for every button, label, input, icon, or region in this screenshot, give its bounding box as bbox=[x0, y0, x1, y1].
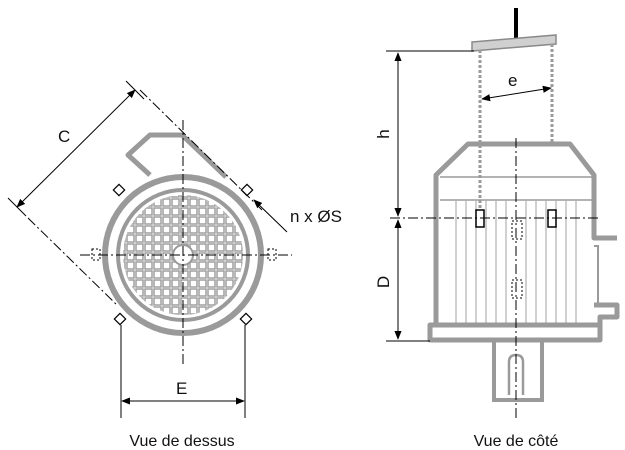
hole-label: n x ØS bbox=[290, 207, 342, 226]
top-view: C n x ØS E Vue de dessus bbox=[7, 80, 342, 450]
shaft-housing bbox=[492, 342, 544, 402]
terminal-box-side bbox=[594, 245, 599, 305]
dim-C-line bbox=[16, 89, 136, 208]
foot-bottom-left bbox=[113, 312, 127, 326]
side-view-caption: Vue de côté bbox=[474, 433, 559, 450]
hidden-eye-upper bbox=[511, 220, 523, 240]
diagonal-line-lower bbox=[27, 217, 119, 307]
foot-top-right bbox=[240, 183, 254, 197]
side-view: e h D Vue de côté bbox=[374, 8, 620, 450]
dim-D-label: D bbox=[374, 276, 393, 288]
foot-top-left bbox=[112, 183, 126, 197]
dim-e-line bbox=[481, 85, 552, 102]
dim-C-ext1 bbox=[7, 197, 27, 217]
motor-body-outline bbox=[433, 141, 620, 333]
diagonal-line-upper bbox=[139, 89, 263, 211]
cooling-fins bbox=[455, 200, 577, 325]
terminal-box bbox=[125, 132, 228, 179]
dim-e-label: e bbox=[508, 71, 517, 90]
dim-C-ext2 bbox=[125, 80, 145, 100]
spreader-bar bbox=[471, 34, 557, 52]
dim-E-label: E bbox=[176, 379, 187, 398]
dim-C-label: C bbox=[58, 127, 70, 146]
hidden-eye-lower bbox=[511, 279, 523, 299]
dim-h-label: h bbox=[374, 129, 393, 138]
top-view-caption: Vue de dessus bbox=[129, 433, 234, 450]
base-flange bbox=[427, 322, 603, 343]
foot-bottom-right bbox=[239, 312, 253, 326]
hole-leader-line bbox=[253, 199, 288, 233]
